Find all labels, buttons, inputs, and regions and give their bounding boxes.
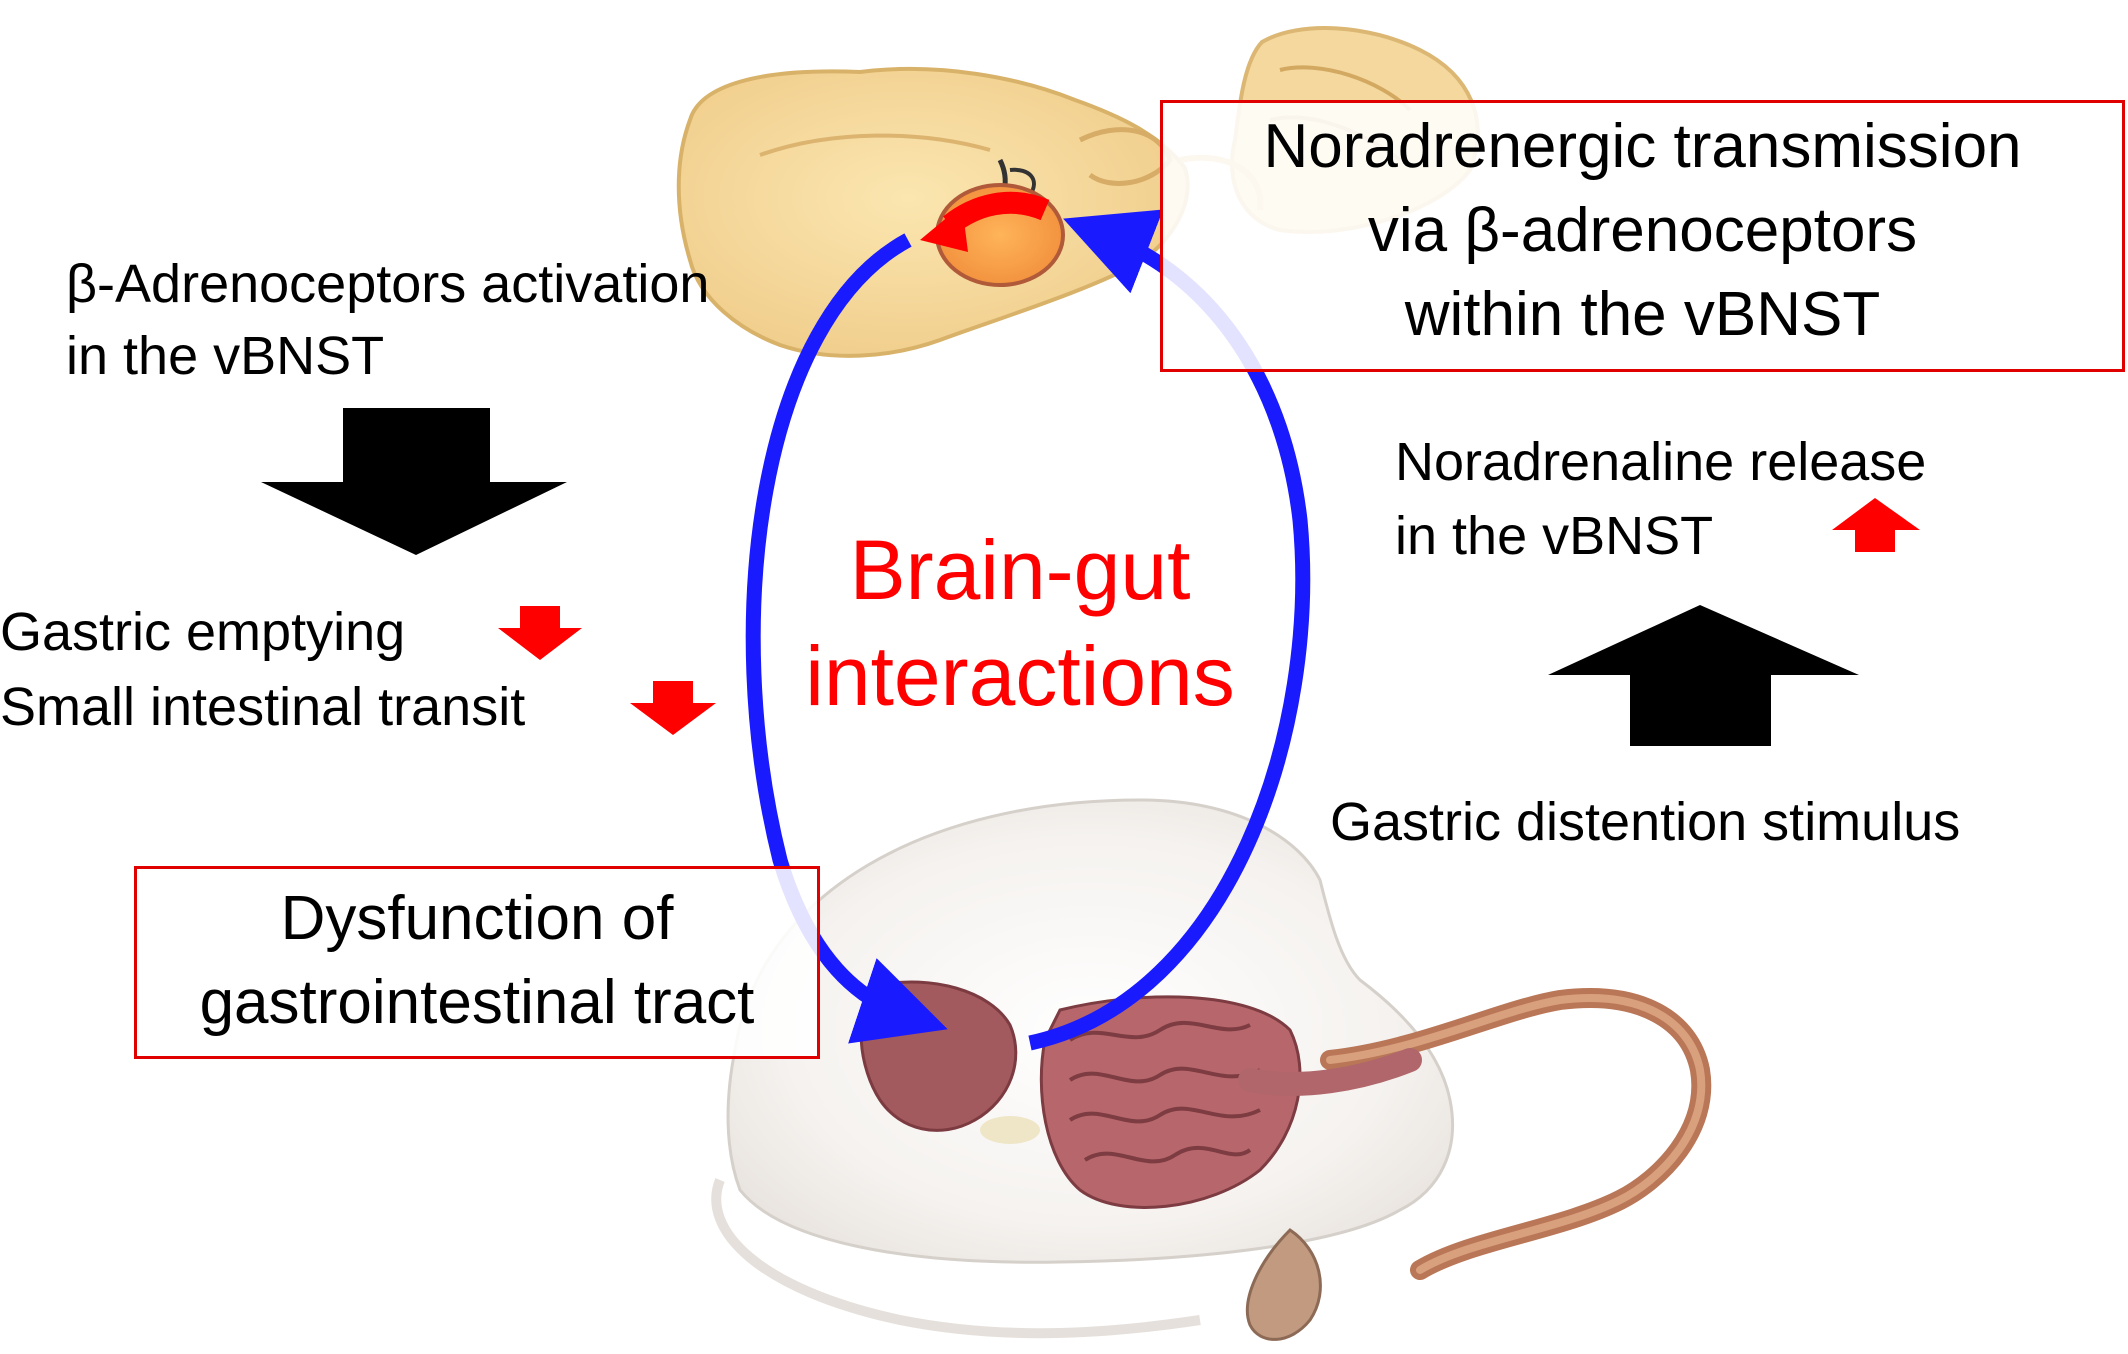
down-arrow-icon xyxy=(261,408,567,555)
noradrenaline-up-icon xyxy=(1832,498,1920,552)
top-box-line2: via β-adrenoceptors xyxy=(1367,196,1918,265)
bottom-box-line1: Dysfunction of xyxy=(280,884,674,953)
nucleus-red-arrow-icon xyxy=(920,191,1050,252)
noradrenaline-release-line2: in the vBNST xyxy=(1395,506,1714,566)
top-box-line1: Noradrenergic transmission xyxy=(1263,112,2022,181)
activation-line1: β-Adrenoceptors activation xyxy=(66,254,710,314)
rat-illustration xyxy=(711,798,1712,1341)
up-arrow-icon xyxy=(1548,605,1859,746)
gastric-distention-label: Gastric distention stimulus xyxy=(1330,792,1961,852)
center-title-line1: Brain-gut xyxy=(849,523,1191,617)
dysfunction-box xyxy=(134,866,820,1059)
bottom-box-line2: gastrointestinal tract xyxy=(199,968,755,1037)
noradrenaline-release-line1: Noradrenaline release xyxy=(1395,432,1927,492)
center-title-line2: interactions xyxy=(805,629,1235,723)
descending-blue-arrow xyxy=(745,233,948,1044)
noradrenergic-transmission-box xyxy=(1160,100,2125,372)
gastric-emptying-down-icon xyxy=(498,606,582,660)
intestinal-transit-down-icon xyxy=(630,681,716,735)
gastric-emptying-label: Gastric emptying xyxy=(0,602,406,662)
small-intestinal-transit-label: Small intestinal transit xyxy=(0,677,526,737)
activation-line2: in the vBNST xyxy=(66,326,385,386)
top-box-line3: within the vBNST xyxy=(1404,280,1881,349)
